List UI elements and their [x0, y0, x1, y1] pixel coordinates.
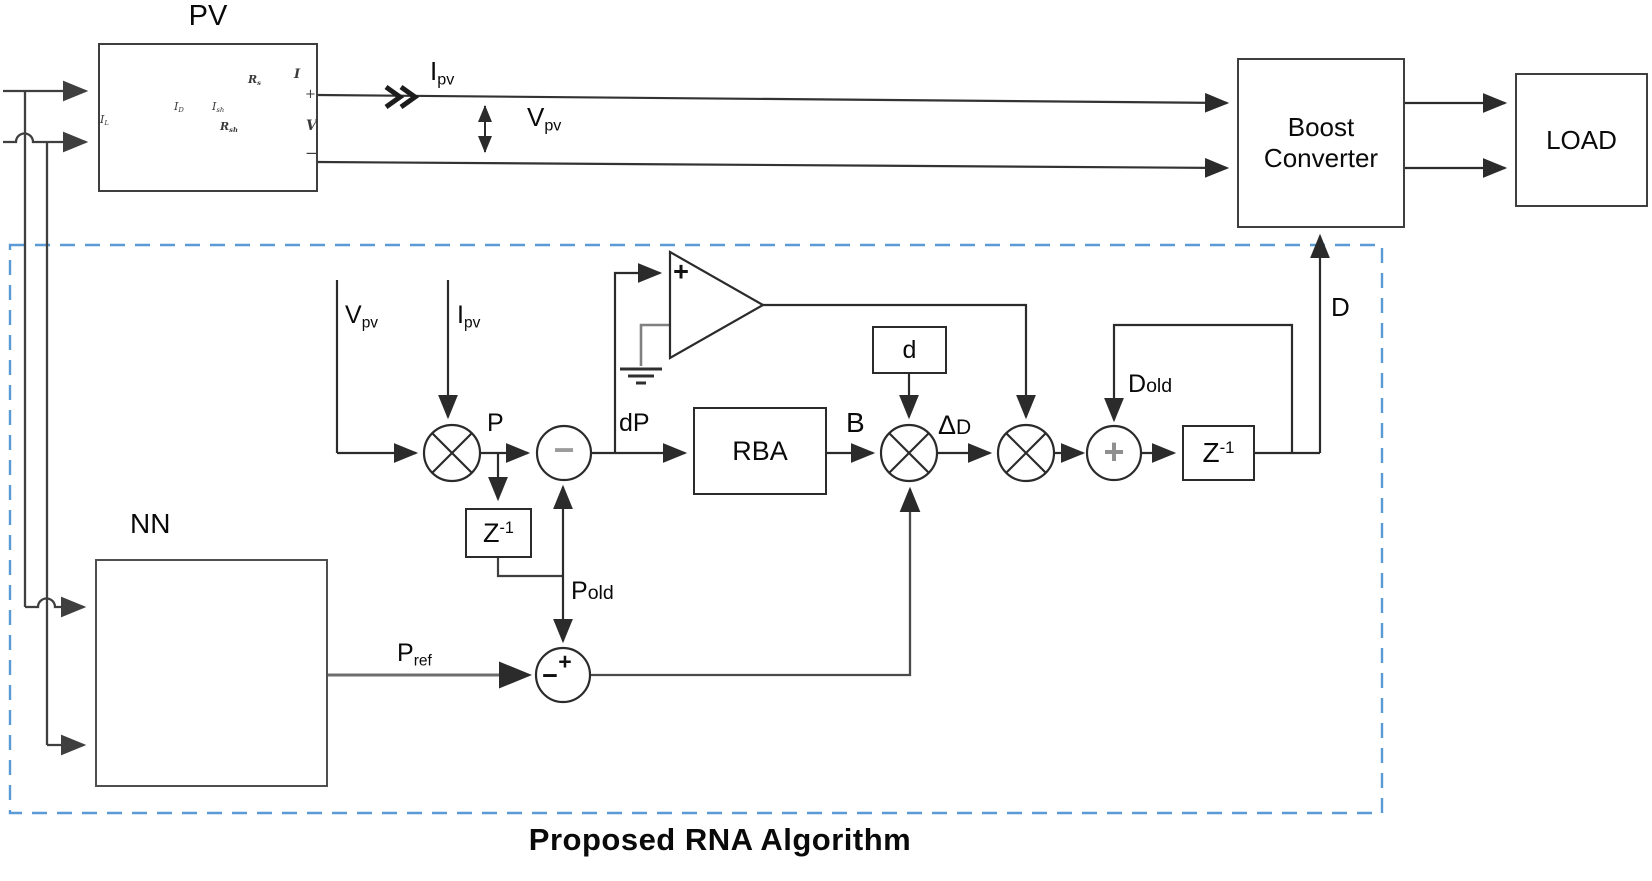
pv-il-label: IL	[100, 113, 109, 127]
label-p: P	[487, 409, 504, 437]
boost-converter-block: Boost Converter	[1237, 58, 1405, 228]
ipv-chevron-icon	[384, 84, 420, 110]
multiplier-b-junction	[879, 423, 939, 483]
pref-subtractor-junction	[534, 646, 592, 704]
pv-rs-label: Rs	[248, 73, 261, 87]
subtractor-minus-sign: −	[553, 429, 575, 470]
label-ipv-inner: Ipv	[457, 301, 481, 332]
nn-title: NN	[130, 508, 171, 539]
d-gain-label: d	[902, 335, 917, 364]
pv-title: PV	[188, 0, 228, 32]
adder-plus-sign: +	[1103, 431, 1125, 472]
rba-label: RBA	[732, 435, 788, 466]
pv-id-label: ID	[174, 100, 184, 114]
adder-junction	[1085, 424, 1143, 482]
z-inverse-label: Z-1	[1202, 437, 1235, 468]
pv-feed-lines	[3, 80, 89, 756]
nn-block	[95, 559, 328, 787]
label-b: B	[846, 407, 865, 438]
diagram-title: Proposed RNA Algorithm	[528, 822, 912, 857]
algorithm-dashed-boundary	[8, 243, 1384, 815]
d-gain-block: d	[872, 326, 947, 374]
pv-plus-terminal: +	[305, 87, 316, 102]
comparator-triangle	[620, 250, 766, 385]
boost-converter-label: Boost Converter	[1263, 112, 1379, 173]
z-inverse-block-1: Z-1	[465, 508, 532, 558]
boost-to-load-lines	[1405, 93, 1508, 178]
subtractor-junction	[535, 424, 593, 482]
label-ipv-top: Ipv	[430, 56, 455, 89]
signal-paths	[480, 233, 1330, 644]
pv-output-lines	[317, 92, 1230, 178]
load-label: LOAD	[1546, 124, 1617, 155]
pv-ish-label: Ish	[212, 100, 225, 114]
z-inverse-label: Z-1	[483, 517, 514, 548]
pref-path	[328, 486, 921, 689]
pv-minus-terminal: −	[305, 144, 318, 162]
multiplier-p-junction	[422, 423, 482, 483]
label-dp: dP	[619, 409, 650, 437]
pv-i-label: I	[294, 67, 301, 82]
label-vpv-inner: Vpv	[345, 301, 379, 332]
label-dold: Dold	[1128, 370, 1173, 398]
label-vpv-top: Vpv	[527, 102, 562, 135]
comparator-plus-sign: +	[673, 256, 689, 287]
pref-minus-sign: −	[542, 660, 558, 691]
load-block: LOAD	[1515, 73, 1648, 207]
pv-v-label: V	[306, 118, 317, 134]
pref-plus-sign: +	[558, 648, 572, 675]
rba-block: RBA	[693, 407, 827, 495]
vpv-ipv-input-paths	[335, 280, 458, 463]
label-d-out: D	[1331, 292, 1350, 322]
multiplier-delta-junction	[996, 423, 1056, 483]
z-inverse-block-2: Z-1	[1182, 425, 1255, 481]
label-pref: Pref	[397, 639, 432, 670]
label-pold: Pold	[571, 577, 614, 605]
pv-block	[98, 43, 318, 192]
pv-rsh-label: Rsh	[220, 120, 238, 134]
label-delta-d: ΔD	[938, 410, 972, 440]
